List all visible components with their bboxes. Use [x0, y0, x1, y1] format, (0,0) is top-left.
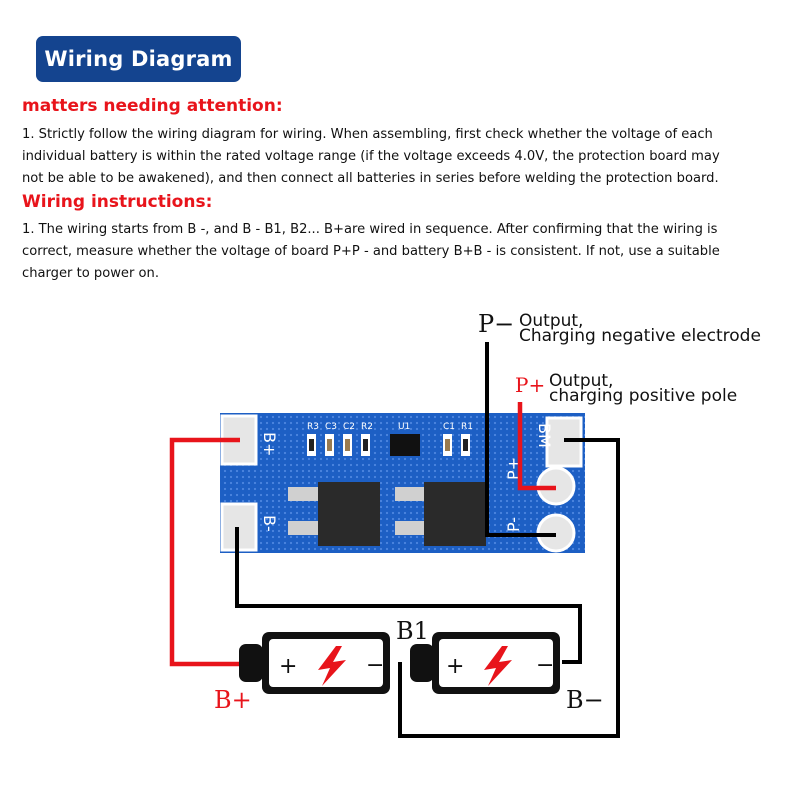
smd-components	[307, 434, 470, 456]
battery-1-minus: −	[366, 653, 384, 678]
protection-board: B+ B- BM P+ P- R3 C3 C2 R2 U1 C1 R1	[220, 413, 585, 553]
attention-line-1: 1. Strictly follow the wiring diagram fo…	[22, 127, 713, 142]
title-badge: Wiring Diagram	[36, 36, 241, 82]
label-p-plus: P+	[515, 373, 545, 397]
wire-b-plus	[169, 437, 244, 667]
battery-1-plus: +	[279, 654, 297, 679]
label-r3: R3	[307, 422, 319, 432]
battery-2-terminal	[410, 644, 434, 682]
battery-2-minus: −	[536, 653, 554, 678]
battery-1: + −	[239, 632, 390, 694]
label-b1: B1	[396, 617, 429, 645]
instructions-paragraph: 1. The wiring starts from B -, and B - B…	[22, 219, 782, 285]
label-c2: C2	[343, 422, 355, 432]
label-r1: R1	[461, 422, 473, 432]
attention-line-3: not be able to be awakened), and then co…	[22, 171, 719, 186]
label-u1: U1	[398, 422, 410, 432]
wire-bm	[398, 438, 620, 738]
p-minus-desc-line-1: Output,	[519, 311, 583, 331]
wires	[169, 342, 620, 738]
battery-2: + −	[410, 632, 560, 694]
battery-1-bolt-icon	[318, 646, 346, 686]
mosfet-left	[288, 482, 380, 546]
attention-line-2: individual battery is within the rated v…	[22, 149, 720, 164]
board-label-b-minus: B-	[260, 515, 279, 532]
wire-p-minus	[485, 342, 556, 537]
board-label-bm: BM	[535, 423, 554, 448]
instructions-heading: Wiring instructions:	[22, 192, 213, 212]
label-r2: R2	[361, 422, 373, 432]
label-p-minus: P−	[478, 310, 514, 338]
wire-p-plus	[517, 402, 556, 491]
label-c3: C3	[325, 422, 337, 432]
board-label-b-plus: B+	[260, 432, 279, 456]
mosfet-right	[395, 482, 486, 546]
battery-2-plus: +	[446, 654, 464, 679]
attention-paragraph: 1. Strictly follow the wiring diagram fo…	[22, 124, 782, 190]
wire-b-minus	[235, 527, 582, 664]
label-c1: C1	[443, 422, 455, 432]
instructions-line-2: correct, measure whether the voltage of …	[22, 244, 720, 259]
p-plus-desc-line-2: charging positive pole	[549, 386, 737, 406]
p-minus-desc-line-2: Charging negative electrode	[519, 326, 761, 346]
label-b-minus: B−	[566, 686, 604, 714]
instructions-line-3: charger to power on.	[22, 266, 159, 281]
attention-heading: matters needing attention:	[22, 96, 283, 116]
label-b-plus: B+	[214, 686, 252, 714]
battery-1-terminal	[239, 644, 263, 682]
p-plus-desc-line-1: Output,	[549, 371, 613, 391]
board-label-p-minus: P-	[504, 517, 523, 532]
instructions-line-1: 1. The wiring starts from B -, and B - B…	[22, 222, 718, 237]
battery-2-bolt-icon	[484, 646, 512, 686]
